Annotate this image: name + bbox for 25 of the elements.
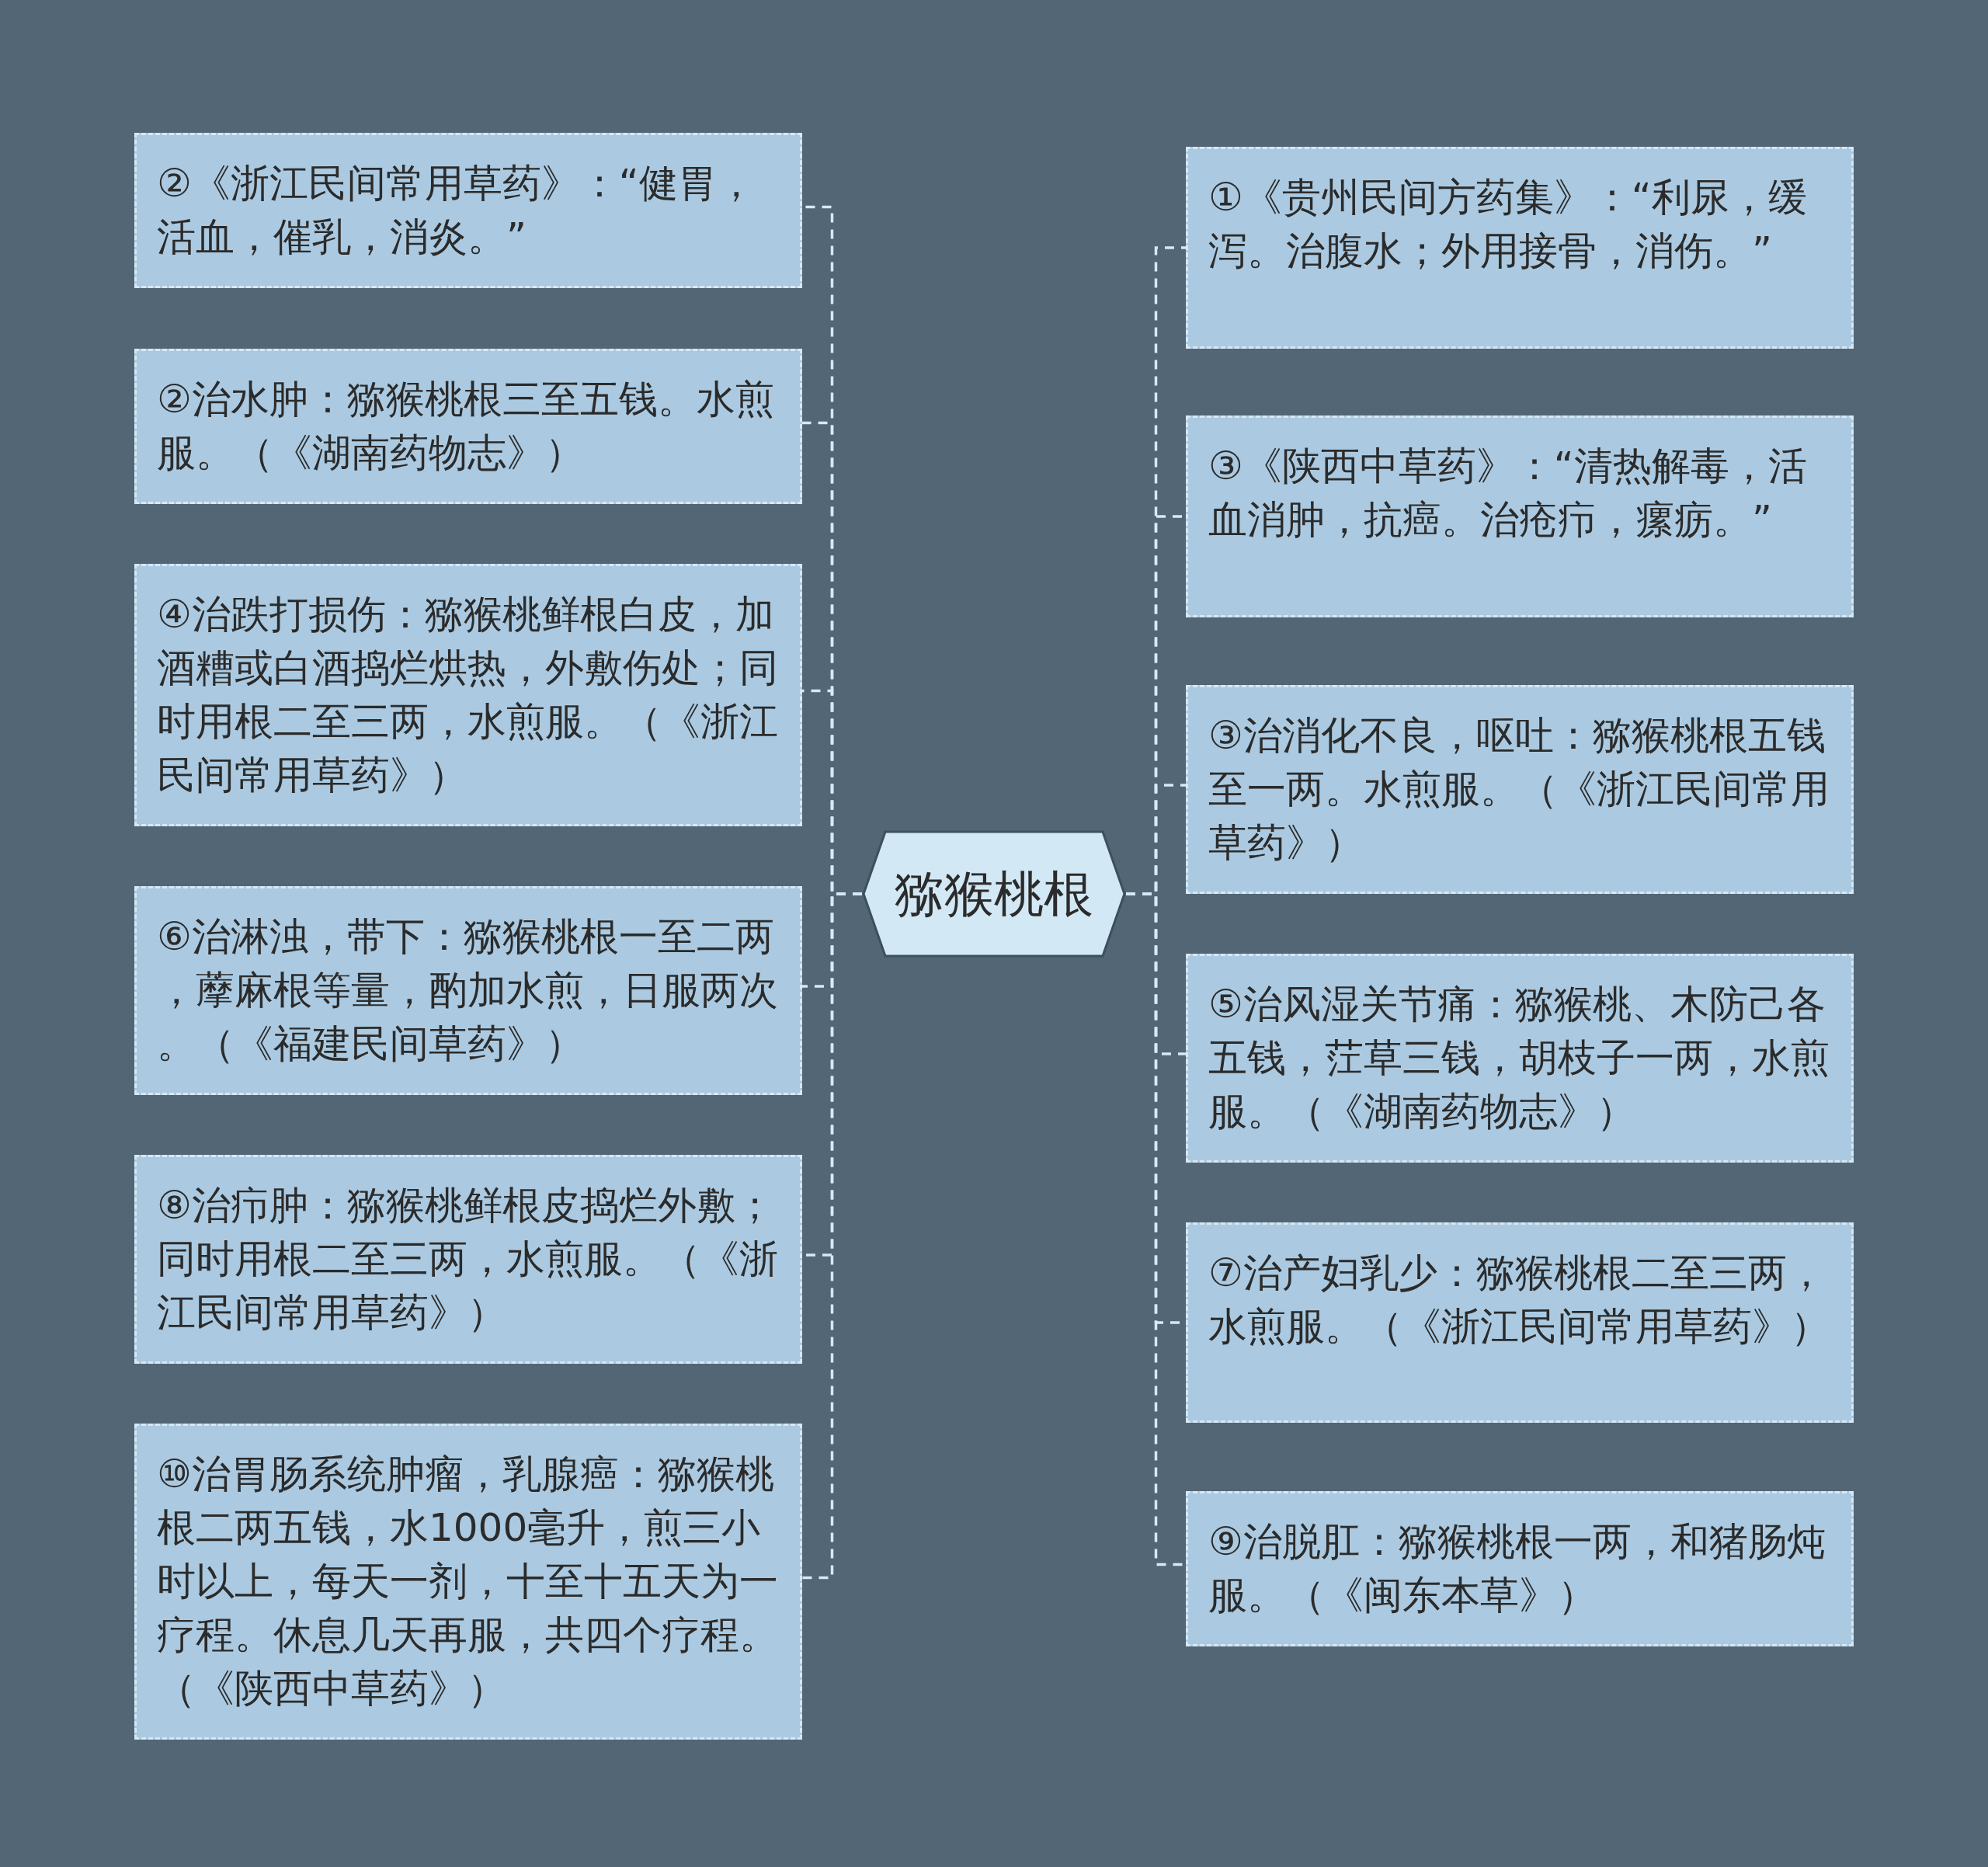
remedy-text: ④治跌打损伤：猕猴桃鲜根白皮，加酒糟或白酒捣烂烘热，外敷伤处；同时用根二至三两，水煎服。（《浙江民间常用草药》） <box>157 591 779 799</box>
text-card <box>134 564 802 826</box>
text-card <box>1186 1222 1854 1423</box>
text-card <box>1186 685 1854 894</box>
remedy-text: ⑨治脱肛：猕猴桃根一两，和猪肠炖服。（《闽东本草》） <box>1208 1518 1826 1619</box>
remedy-text: ②《浙江民间常用草药》：“健胃，活血，催乳，消炎。” <box>157 160 756 261</box>
topic-title: 猕猴桃根 <box>895 864 1093 924</box>
text-card <box>1186 415 1854 617</box>
text-card <box>134 133 802 288</box>
remedy-text: ⑩治胃肠系统肿瘤，乳腺癌：猕猴桃根二两五钱，水1000毫升，煎三小时以上，每天一剂，十至十五天为一疗程。休息几天再服，共四个疗程。（《陕西中草药》） <box>157 1451 779 1712</box>
text-card <box>134 1155 802 1364</box>
remedy-text: ⑧治疖肿：猕猴桃鲜根皮捣烂外敷；同时用根二至三两，水煎服。（《浙江民间常用草药》） <box>157 1182 779 1337</box>
remedy-text: ③《陕西中草药》：“清热解毒，活血消肿，抗癌。治疮疖，瘰疬。” <box>1208 443 1808 544</box>
remedy-text: ②治水肿：猕猴桃根三至五钱。水煎服。（《湖南药物志》） <box>157 376 775 477</box>
remedy-text: ⑤治风湿关节痛：猕猴桃、木防己各五钱，茳草三钱，胡枝子一两，水煎服。（《湖南药物志》） <box>1208 981 1830 1135</box>
text-card <box>1186 1491 1854 1646</box>
remedy-text: ⑦治产妇乳少：猕猴桃根二至三两，水煎服。（《浙江民间常用草药》） <box>1208 1250 1830 1351</box>
text-card <box>1186 954 1854 1163</box>
remedy-text: ③治消化不良，呕吐：猕猴桃根五钱至一两。水煎服。（《浙江民间常用草药》） <box>1208 712 1830 867</box>
text-card <box>134 1424 802 1740</box>
text-card <box>134 349 802 504</box>
remedy-text: ⑥治淋浊，带下：猕猴桃根一至二两，藦麻根等量，酌加水煎，日服两次。（《福建民间草药》） <box>157 913 779 1068</box>
text-card <box>134 886 802 1095</box>
remedy-text: ①《贵州民间方药集》：“利尿，缓泻。治腹水；外用接骨，消伤。” <box>1208 174 1808 275</box>
text-card <box>1186 147 1854 349</box>
